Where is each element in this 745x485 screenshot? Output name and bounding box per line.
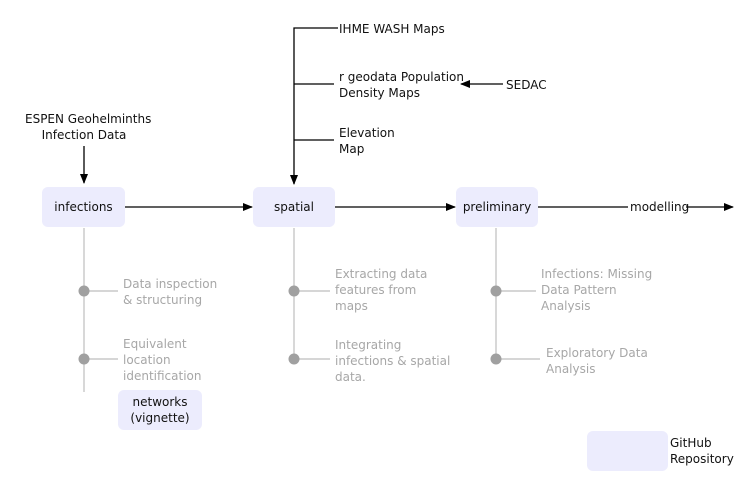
label-sedac: SEDAC: [506, 78, 547, 92]
node-preliminary[interactable]: preliminary: [456, 187, 538, 227]
node-networks-vignette[interactable]: networks (vignette): [118, 390, 202, 430]
legend-github-swatch: [587, 431, 668, 471]
step-spatial-2: Integrating infections & spatial data.: [335, 338, 451, 384]
step-infections-2: Equivalent location identification: [123, 337, 202, 383]
step-spatial-1: Extracting data features from maps: [335, 267, 428, 313]
step-preliminary-1: Infections: Missing Data Pattern Analysi…: [541, 267, 653, 313]
dot-infections-2: [78, 353, 90, 365]
dot-spatial-2: [288, 353, 300, 365]
label-geodata: r geodata Population Density Maps: [339, 70, 464, 100]
label-espen: ESPEN Geohelminths Infection Data: [25, 112, 152, 142]
node-spatial[interactable]: spatial: [253, 187, 335, 227]
dot-preliminary-1: [490, 285, 502, 297]
step-infections-1: Data inspection & structuring: [123, 277, 218, 307]
legend-github-label: GitHub Repository: [670, 436, 734, 466]
arrow-sources-to-spatial: [290, 27, 338, 185]
label-elevation: Elevation Map: [339, 126, 395, 156]
label-ihme: IHME WASH Maps: [339, 22, 445, 36]
dot-infections-1: [78, 285, 90, 297]
node-infections[interactable]: infections: [42, 187, 125, 227]
dot-preliminary-2: [490, 353, 502, 365]
dot-spatial-1: [288, 285, 300, 297]
label-modelling: modelling: [630, 200, 690, 214]
step-preliminary-2: Exploratory Data Analysis: [546, 346, 648, 376]
